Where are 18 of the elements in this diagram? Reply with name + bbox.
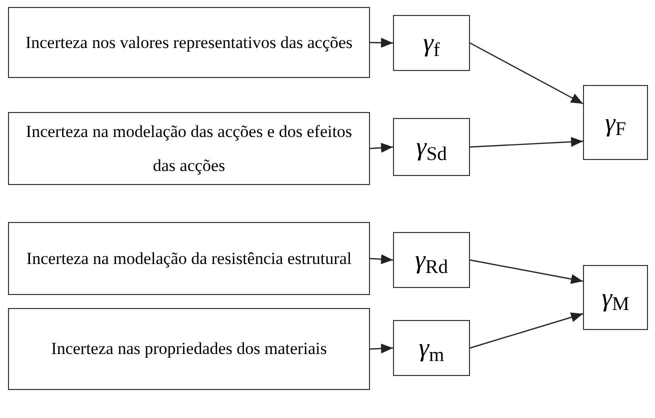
factor-box: γ$_{Sd}$ bbox=[393, 118, 470, 176]
factor-box: γ$_{M}$ bbox=[583, 265, 648, 330]
arrow bbox=[370, 142, 394, 153]
factor-box: γ$_{F}$ bbox=[583, 85, 648, 160]
arrow bbox=[370, 344, 394, 354]
factor-box: γ$_{Rd}$ bbox=[393, 232, 470, 288]
factor-box: γ$_{m}$ bbox=[393, 320, 470, 376]
text-box: Incerteza na modelação das acções e dos efeitos das acções bbox=[8, 112, 370, 185]
arrow bbox=[470, 259, 584, 284]
arrow bbox=[370, 254, 394, 264]
text-box: Incerteza na modelação da resistência estrutural bbox=[8, 222, 370, 295]
factor-box: γ$_{f}$ bbox=[393, 15, 470, 71]
arrow bbox=[470, 312, 584, 349]
arrow bbox=[470, 42, 584, 104]
text-box: Incerteza nas propriedades dos materiais bbox=[8, 308, 370, 390]
arrow bbox=[470, 136, 584, 148]
arrow bbox=[370, 38, 394, 48]
text-box: Incerteza nos valores representativos das acções bbox=[8, 7, 370, 78]
